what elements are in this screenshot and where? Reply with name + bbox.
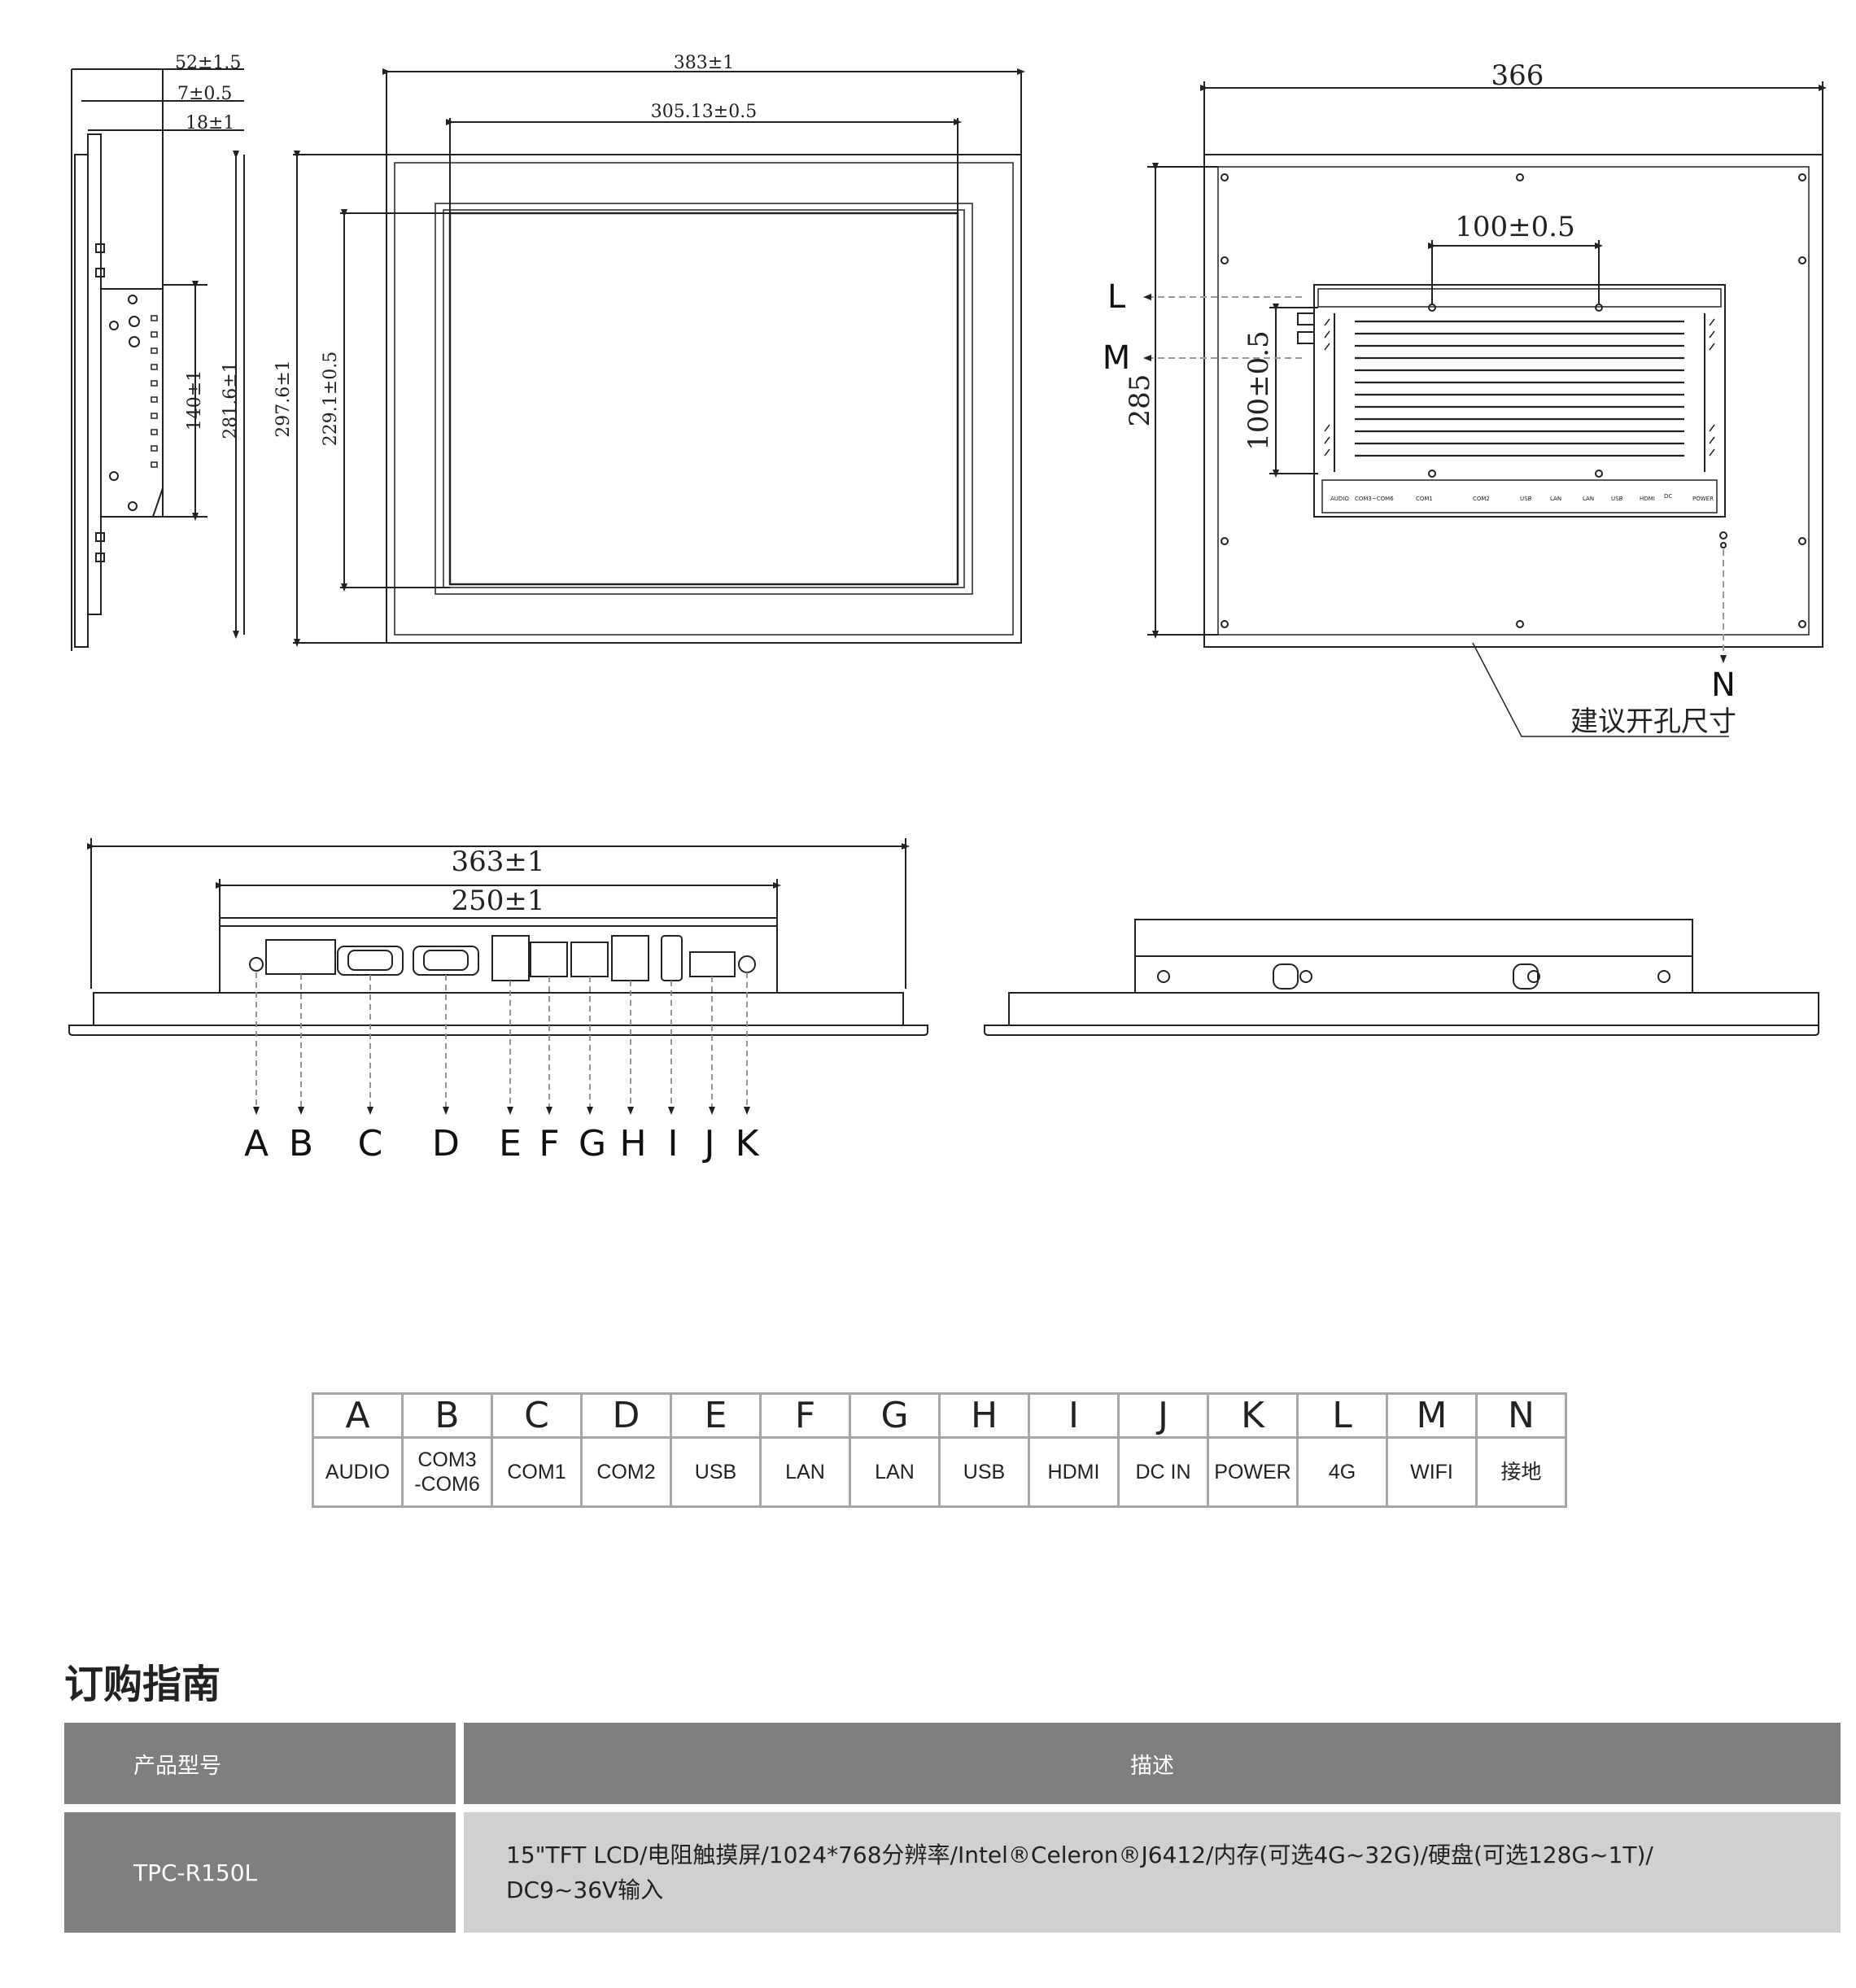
port-letter: K (1207, 1392, 1299, 1439)
port-letter: H (938, 1392, 1030, 1439)
svg-text:COM3~COM6: COM3~COM6 (1355, 496, 1394, 502)
svg-text:J: J (702, 1123, 715, 1164)
top-view (984, 919, 1819, 1036)
bottom-view (68, 838, 928, 1115)
port-name: COM1 (491, 1436, 583, 1508)
port-name: HDMI (1028, 1436, 1120, 1508)
svg-text:E: E (499, 1123, 522, 1164)
svg-text:COM1: COM1 (1416, 496, 1433, 502)
front-inner-width-dim: 305.13±0.5 (651, 102, 757, 122)
back-view (1143, 81, 1827, 737)
svg-text:F: F (539, 1123, 559, 1164)
port-letter: D (580, 1392, 672, 1439)
side-depth-dim: 52±1.5 (175, 53, 241, 73)
bottom-inner-width-dim: 250±1 (451, 885, 544, 917)
side-view (71, 68, 245, 651)
port-name: USB (670, 1436, 762, 1508)
port-legend-table: A B C D E F G H I J K L M N AUDIO COM3 -… (312, 1392, 1567, 1508)
model-cell: TPC-R150L (64, 1812, 456, 1933)
desc-column-label: 描述 (1130, 1753, 1174, 1779)
port-name: 接地 (1475, 1436, 1567, 1508)
port-name: WIFI (1386, 1436, 1478, 1508)
port-letter: L (1296, 1392, 1388, 1439)
port-name: 4G (1296, 1436, 1388, 1508)
back-letter-n: N (1711, 666, 1736, 704)
svg-text:D: D (432, 1123, 460, 1164)
port-name: COM2 (580, 1436, 672, 1508)
svg-text:COM2: COM2 (1473, 496, 1490, 502)
svg-text:G: G (579, 1123, 606, 1164)
svg-text:POWER: POWER (1692, 496, 1714, 502)
port-letter: N (1475, 1392, 1567, 1439)
back-letter-m: M (1103, 339, 1131, 377)
svg-text:K: K (736, 1123, 760, 1164)
side-bezel-dim: 7±0.5 (177, 84, 232, 104)
model-column-label: 产品型号 (133, 1753, 221, 1779)
cutout-note: 建议开孔尺寸 (1570, 706, 1736, 738)
svg-text:A: A (244, 1123, 269, 1164)
port-name: POWER (1207, 1436, 1299, 1508)
desc-column-header: 描述 (464, 1723, 1841, 1804)
svg-text:LAN: LAN (1583, 496, 1594, 502)
desc-line-2: DC9~36V输入 (506, 1877, 664, 1903)
port-letter: A (312, 1392, 404, 1439)
side-body-dim: 18±1 (186, 113, 234, 133)
model-value: TPC-R150L (133, 1859, 258, 1886)
front-width-dim: 383±1 (674, 53, 734, 73)
front-height-dim: 297.6±1 (273, 360, 294, 437)
bottom-letters: A B C D E F G H I J K (244, 1123, 760, 1164)
back-port-labels: AUDIO COM3~COM6 COM1 COM2 USB LAN LAN US… (1330, 493, 1714, 502)
port-letter: B (401, 1392, 493, 1439)
model-column-header: 产品型号 (64, 1723, 456, 1804)
port-letter: M (1386, 1392, 1478, 1439)
port-name: LAN (849, 1436, 941, 1508)
port-name: LAN (759, 1436, 851, 1508)
svg-text:B: B (289, 1123, 313, 1164)
port-letter: C (491, 1392, 583, 1439)
port-name: DC IN (1117, 1436, 1209, 1508)
svg-text:C: C (358, 1123, 383, 1164)
desc-line-1: 15"TFT LCD/电阻触摸屏/1024*768分辨率/Intel®Celer… (506, 1842, 1653, 1868)
side-height-281: 281.6±1 (221, 361, 241, 439)
port-letter: J (1117, 1392, 1209, 1439)
svg-text:DC: DC (1664, 493, 1672, 500)
svg-text:AUDIO: AUDIO (1330, 496, 1349, 502)
svg-text:USB: USB (1611, 496, 1623, 502)
svg-text:USB: USB (1520, 496, 1532, 502)
back-spacing-v-dim: 100±0.5 (1242, 330, 1275, 450)
bottom-width-dim: 363±1 (451, 845, 544, 878)
port-name: COM3 -COM6 (401, 1436, 493, 1508)
svg-text:HDMI: HDMI (1640, 496, 1655, 502)
front-view (293, 68, 1025, 647)
port-letter: E (670, 1392, 762, 1439)
back-height-dim: 285 (1124, 374, 1156, 427)
front-inner-height-dim: 229.1±0.5 (321, 352, 341, 446)
back-spacing-h-dim: 100±0.5 (1455, 211, 1574, 243)
svg-text:H: H (619, 1123, 646, 1164)
desc-cell: 15"TFT LCD/电阻触摸屏/1024*768分辨率/Intel®Celer… (464, 1812, 1841, 1933)
back-letter-l: L (1107, 278, 1126, 316)
port-name: USB (938, 1436, 1030, 1508)
port-letter: I (1028, 1392, 1120, 1439)
port-letter: F (759, 1392, 851, 1439)
port-letter: G (849, 1392, 941, 1439)
svg-text:I: I (668, 1123, 679, 1164)
ordering-guide-title: 订购指南 (64, 1662, 221, 1707)
side-height-140: 140±1 (185, 370, 205, 430)
back-width-dim: 366 (1491, 59, 1544, 92)
svg-text:LAN: LAN (1550, 496, 1561, 502)
technical-drawings: 52±1.5 7±0.5 18±1 140±1 281.6±1 383±1 30… (68, 53, 1827, 1164)
port-name: AUDIO (312, 1436, 404, 1508)
